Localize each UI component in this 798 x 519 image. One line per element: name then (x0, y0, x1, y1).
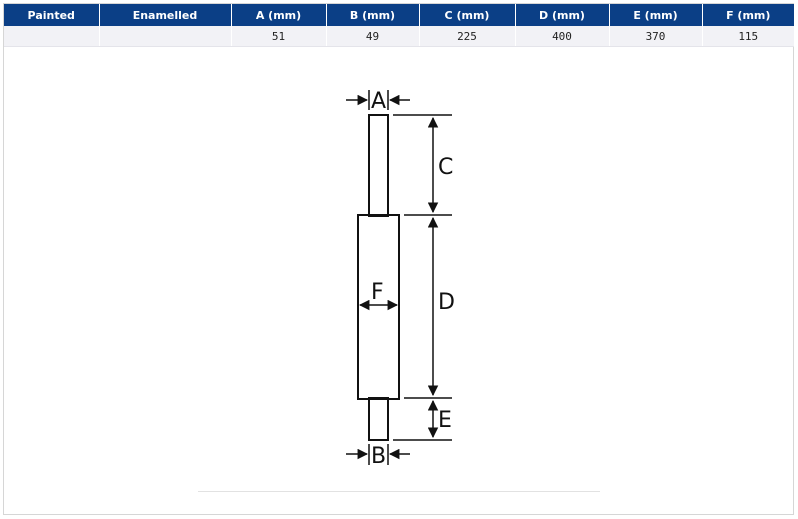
cell-c: 225 (419, 26, 516, 47)
table-header-row: Painted Enamelled A (mm) B (mm) C (mm) D… (4, 4, 794, 26)
cell-e: 370 (609, 26, 703, 47)
label-b: B (371, 444, 386, 469)
label-f: F (371, 280, 384, 305)
bottom-pipe (368, 397, 389, 441)
header-d: D (mm) (515, 4, 610, 26)
header-b: B (mm) (326, 4, 420, 26)
header-enamelled: Enamelled (99, 4, 232, 26)
radiator-body (357, 214, 400, 400)
label-d: D (438, 290, 455, 315)
top-pipe (368, 114, 389, 217)
label-c: C (438, 155, 453, 180)
cell-d: 400 (515, 26, 610, 47)
cell-b: 49 (326, 26, 420, 47)
header-c: C (mm) (419, 4, 516, 26)
header-a: A (mm) (231, 4, 327, 26)
header-f: F (mm) (702, 4, 794, 26)
cell-enamelled (99, 26, 232, 47)
cell-a: 51 (231, 26, 327, 47)
header-e: E (mm) (609, 4, 703, 26)
radiator-dimension-diagram: A B C D E F (346, 89, 455, 469)
dimensions-table: Painted Enamelled A (mm) B (mm) C (mm) D… (4, 4, 794, 47)
label-a: A (371, 89, 386, 114)
cell-f: 115 (702, 26, 794, 47)
label-e: E (438, 408, 452, 433)
table-row: 51 49 225 400 370 115 (4, 26, 794, 47)
cell-painted (4, 26, 100, 47)
footer-divider (198, 491, 600, 492)
header-painted: Painted (4, 4, 100, 26)
